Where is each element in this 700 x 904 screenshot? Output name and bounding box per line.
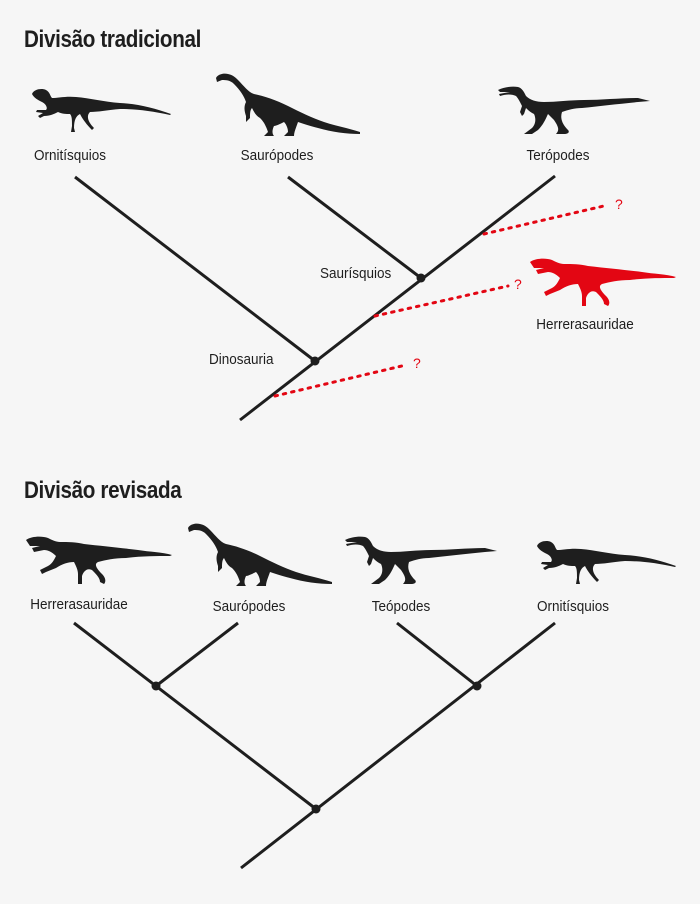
node-herrera-sauropod <box>151 681 161 691</box>
question-mark-3: ? <box>413 355 421 371</box>
question-mark-2: ? <box>514 276 522 292</box>
node-dinosauria <box>310 356 320 366</box>
node-label-dinosauria: Dinosauria <box>209 351 274 368</box>
ornithischian-silhouette-icon <box>32 89 171 132</box>
taxon-label-ornithischia: Ornitísquios <box>33 147 107 164</box>
node-saurischia <box>416 273 426 283</box>
herrerasaurid-silhouette-icon <box>530 258 676 306</box>
node-theropod-ornithischia <box>472 681 482 691</box>
taxon-label-theropods: Teópodes <box>371 598 431 615</box>
node-dinosauria <box>311 804 321 814</box>
sauropodomorph-silhouette-icon <box>216 73 360 136</box>
taxon-label-sauropods: Saurópodes <box>212 598 286 615</box>
taxon-label-ornithischia: Ornitísquios <box>536 598 610 615</box>
ornithischian-silhouette-icon <box>537 541 676 584</box>
branch-sauropods <box>155 621 239 688</box>
taxon-label-herrerasauridae: Herrerasauridae <box>30 596 128 613</box>
branch-theropods <box>396 621 478 688</box>
traditional-title: Divisão tradicional <box>24 26 201 53</box>
theropod-silhouette-icon <box>345 536 497 584</box>
herrerasaurid-silhouette-icon <box>26 536 172 584</box>
taxon-label-sauropods: Saurópodes <box>240 147 314 164</box>
sauropodomorph-silhouette-icon <box>188 523 332 586</box>
branch-theropods-stem <box>239 174 556 422</box>
uncertain-branch-3 <box>273 363 408 398</box>
uncertain-taxon-label: Herrerasauridae <box>536 316 634 333</box>
taxon-label-theropods: Terópodes <box>526 147 590 164</box>
branch-sauropods <box>287 175 422 280</box>
node-label-saurischia: Saurísquios <box>320 265 392 282</box>
branch-ornithischia <box>74 175 316 363</box>
branch-ornithischia-stem <box>240 621 556 870</box>
revised-title: Divisão revisada <box>24 477 182 504</box>
branch-herrerasauridae <box>73 621 317 811</box>
question-mark-1: ? <box>615 196 623 212</box>
theropod-silhouette-icon <box>498 86 650 134</box>
uncertain-branch-2 <box>373 284 510 318</box>
